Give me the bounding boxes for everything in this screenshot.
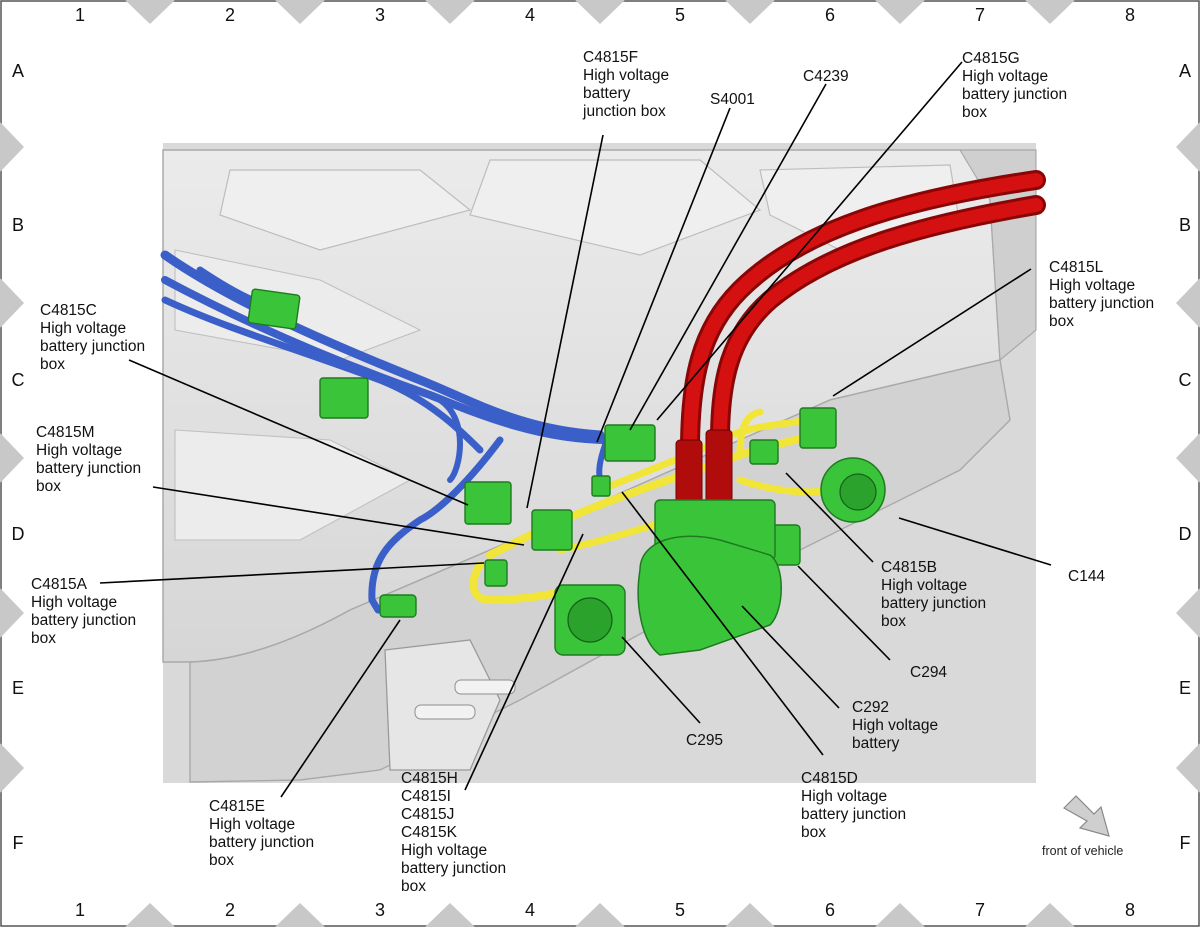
callout-c292: C292 High voltage battery [852, 699, 942, 752]
grid-col-label: 2 [225, 5, 235, 25]
c292-main-connector [637, 535, 782, 656]
grid-row-label: F [13, 833, 24, 853]
grid-row-label: B [1179, 215, 1191, 235]
orientation-indicator: front of vehicle [1042, 795, 1123, 858]
grid-col-label: 3 [375, 900, 385, 920]
grid-col-label: 8 [1125, 900, 1135, 920]
callout-c4815b: C4815B High voltage battery junction box [881, 559, 990, 630]
front-of-vehicle-label: front of vehicle [1042, 844, 1123, 858]
low-voltage-harness [160, 250, 614, 614]
callout-c4815g: C4815G High voltage battery junction box [962, 50, 1071, 121]
grid-col-label: 5 [675, 900, 685, 920]
grid-col-label: 8 [1125, 5, 1135, 25]
callout-c4815a: C4815A High voltage battery junction box [31, 576, 140, 647]
grid-col-label: 7 [975, 5, 985, 25]
battery-top-panel [174, 429, 412, 541]
grid-col-label: 2 [225, 900, 235, 920]
grid-row-label: D [1179, 524, 1192, 544]
grid-col-label: 4 [525, 5, 535, 25]
callout-labels: C4815F High voltage battery junction box… [31, 49, 1158, 895]
battery-illustration [160, 143, 1046, 783]
grid-col-label: 3 [375, 5, 385, 25]
c144-round-connector-inner [839, 473, 877, 511]
grid-row-label: B [12, 215, 24, 235]
battery-top-panel [219, 169, 472, 251]
callout-c4815l: C4815L High voltage battery junction box [1049, 259, 1158, 330]
high-voltage-cables [680, 170, 1046, 460]
grid-row-label: E [1179, 678, 1191, 698]
callout-c4815m: C4815M High voltage battery junction box [36, 424, 145, 495]
callout-s4001: S4001 [710, 91, 755, 108]
grid-row-label: D [12, 524, 25, 544]
grid-row-label: E [12, 678, 24, 698]
callout-c4815d: C4815D High voltage battery junction box [801, 770, 910, 841]
c295-connector-face [567, 597, 613, 643]
grid-col-label: 1 [75, 900, 85, 920]
grid-row-label: A [12, 61, 24, 81]
grid-row-label: F [1180, 833, 1191, 853]
grid-col-label: 6 [825, 5, 835, 25]
callout-c4815c: C4815C High voltage battery junction box [40, 302, 149, 373]
grid-row-labels-right: A B C D E F [1179, 61, 1192, 853]
callout-c4815h-k: C4815H C4815I C4815J C4815K High voltage… [401, 770, 510, 895]
grid-row-label: C [1179, 370, 1192, 390]
mounting-stud [414, 704, 476, 720]
grid-col-label: 7 [975, 900, 985, 920]
grid-col-label: 5 [675, 5, 685, 25]
grid-row-label: C [12, 370, 25, 390]
grid-row-labels-left: A B C D E F [12, 61, 25, 853]
battery-top-panel [469, 159, 762, 256]
grid-column-labels-top: 1 2 3 4 5 6 7 8 [75, 5, 1135, 25]
mounting-stud [454, 679, 516, 695]
callout-c4815f: C4815F High voltage battery junction box [582, 49, 673, 120]
grid-column-labels-bottom: 1 2 3 4 5 6 7 8 [75, 900, 1135, 920]
grid-row-label: A [1179, 61, 1191, 81]
leader-lines [99, 61, 1052, 798]
callout-c4815e: C4815E High voltage battery junction box [209, 798, 318, 869]
grid-col-label: 4 [525, 900, 535, 920]
callout-c144: C144 [1068, 568, 1105, 585]
callout-c4239: C4239 [803, 68, 849, 85]
grid-col-label: 6 [825, 900, 835, 920]
callout-c295: C295 [686, 732, 723, 749]
callout-c294: C294 [910, 664, 947, 681]
arrow-down-right-icon [1063, 795, 1110, 837]
grid-col-label: 1 [75, 5, 85, 25]
